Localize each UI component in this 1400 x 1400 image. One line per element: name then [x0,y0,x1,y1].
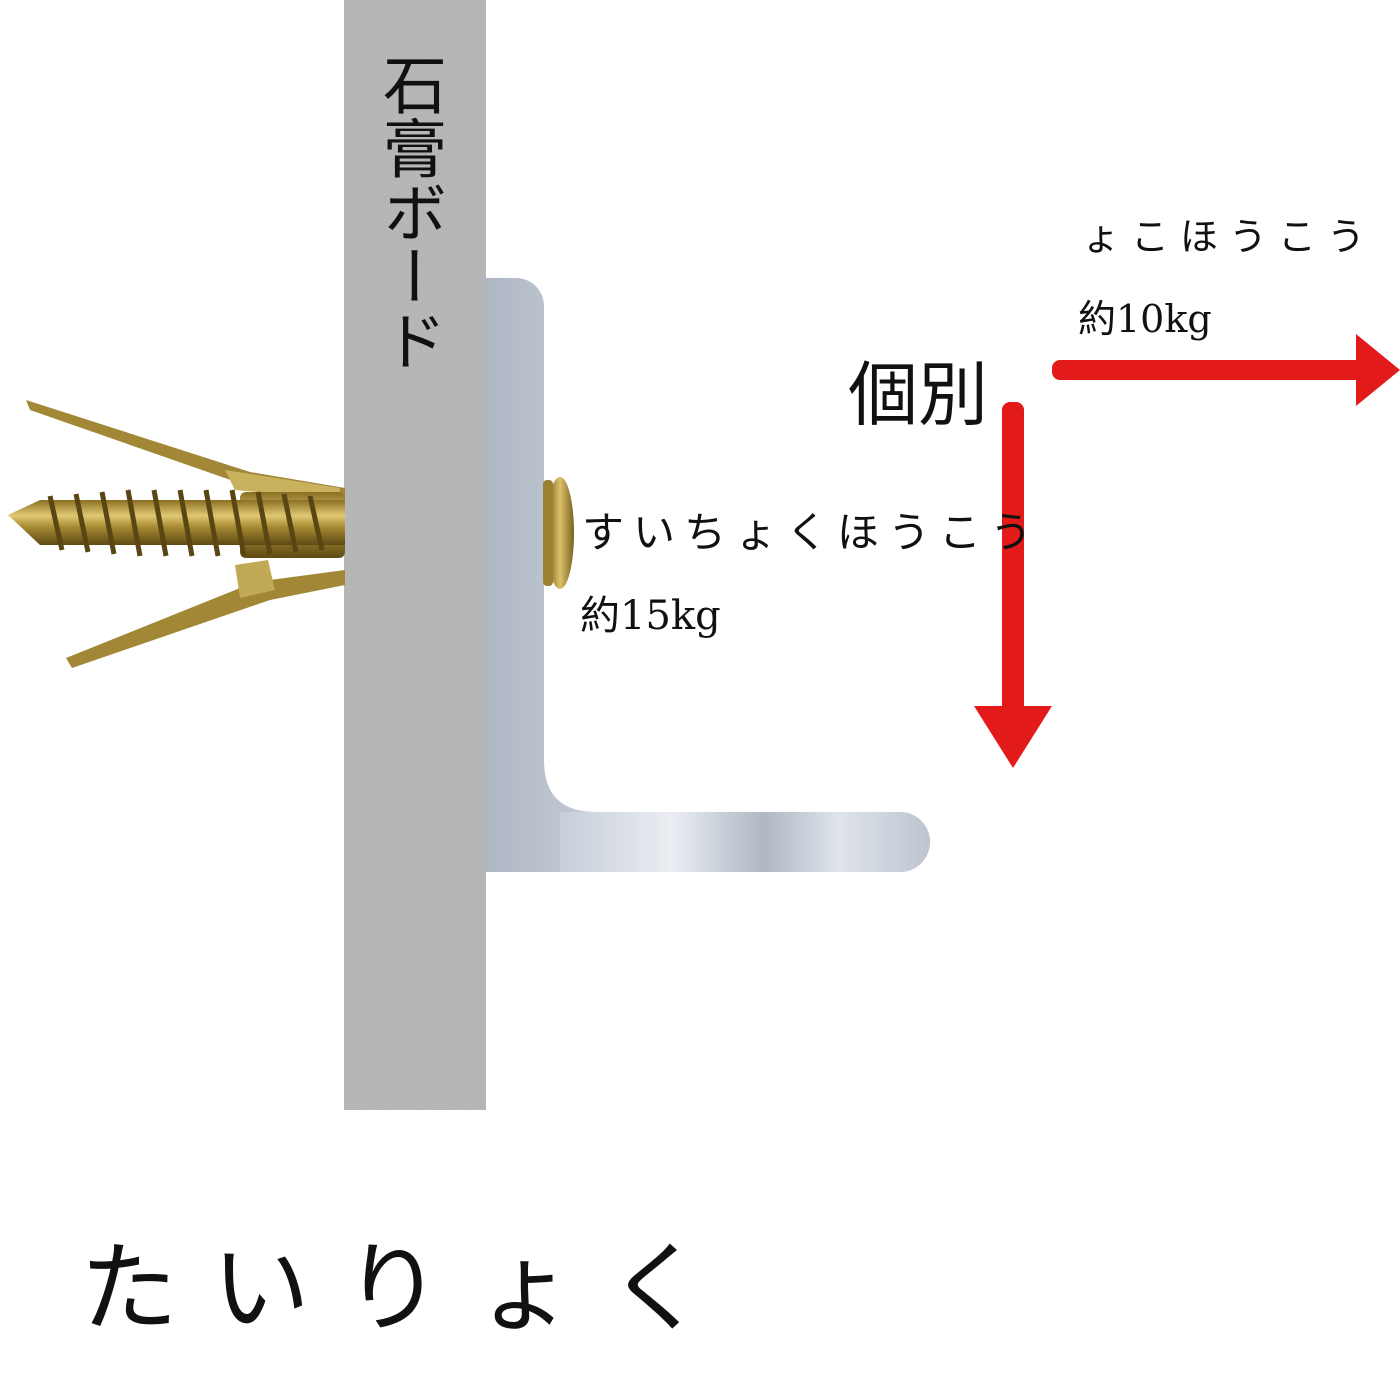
vertical-direction-label: すいちょくほうこう [582,508,1042,557]
gypsum-board-icon [344,0,486,1110]
vertical-load-value: 約15kg [580,593,721,639]
horizontal-load-value: 約10kg [1078,297,1212,341]
individual-label: 個別 [848,354,988,436]
arrow-right-icon [1052,334,1400,406]
screw-head-icon [543,477,574,589]
board-label: 石膏ボード [372,52,446,372]
horizontal-direction-label: ょこほうこう [1082,215,1377,259]
l-bracket-icon [486,278,930,872]
wall-anchor-screw-icon [8,400,345,668]
caption-title: たいりょく [80,1232,741,1346]
arrow-down-icon [974,402,1052,768]
